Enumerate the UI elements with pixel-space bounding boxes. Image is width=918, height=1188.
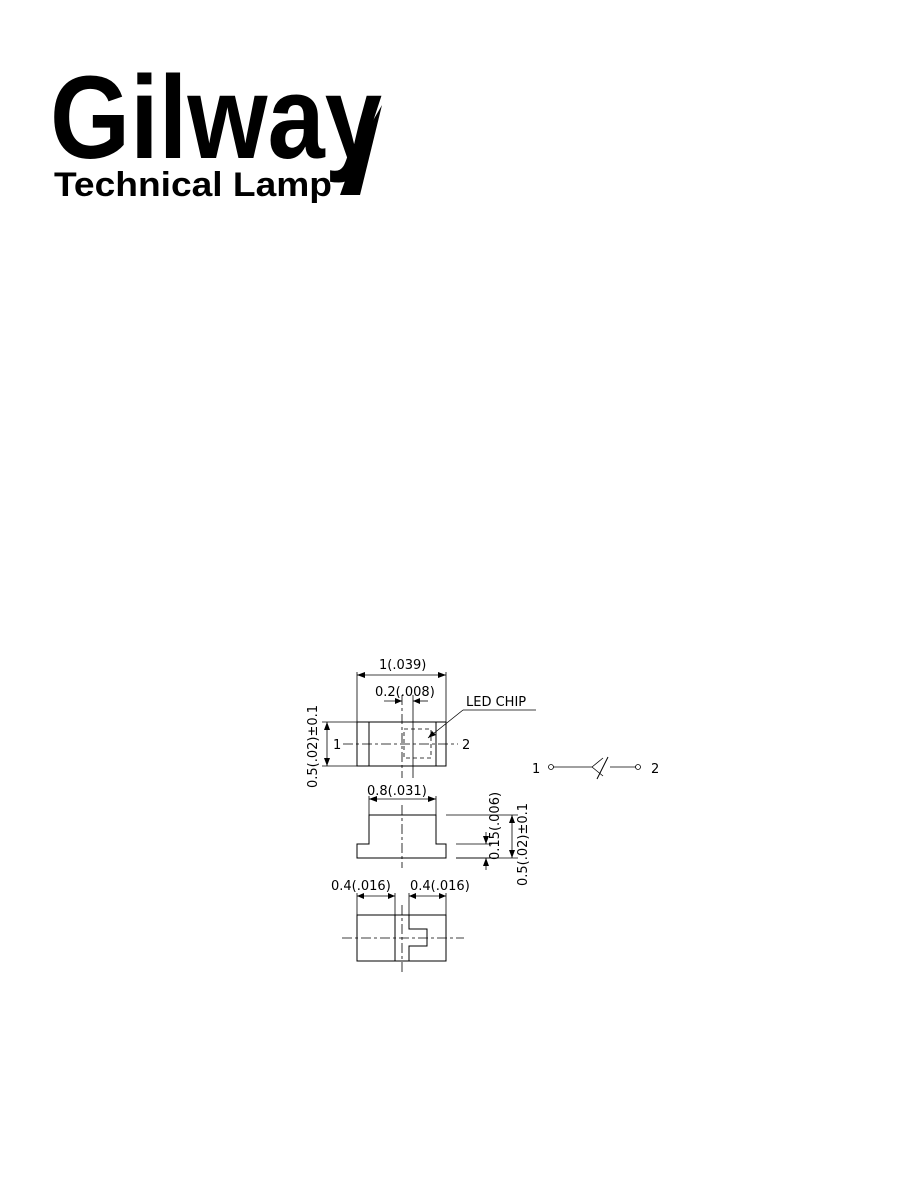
side-view: 0.8(.031) 0.15(.006) 0.5(.02)±0.1 <box>356 784 531 886</box>
side-step-label: 0.15(.006) <box>488 792 503 860</box>
logo-y-tail <box>340 105 382 195</box>
top-pin2-label: 2 <box>462 738 470 753</box>
logo-tagline: Technical Lamp <box>54 166 332 204</box>
top-view: 1(.039) 0.2(.008) LED CHIP 0.5(.02)±0.1 … <box>306 658 536 788</box>
bottom-view: 0.4(.016) 0.4(.016) <box>331 879 470 972</box>
chip-width-label: 0.2(.008) <box>375 685 435 700</box>
pad-left-label: 0.4(.016) <box>331 879 391 894</box>
top-height-label: 0.5(.02)±0.1 <box>306 705 321 788</box>
led-chip-outline <box>403 728 432 759</box>
led-schematic-symbol: 1 2 <box>532 756 659 780</box>
pad-right-label: 0.4(.016) <box>410 879 470 894</box>
symbol-pin2-label: 2 <box>651 762 659 777</box>
top-width-label: 1(.039) <box>379 658 426 673</box>
gilway-logo: Gilway Technical Lamp <box>50 52 382 204</box>
cathode-mark <box>408 915 428 961</box>
side-height-label: 0.5(.02)±0.1 <box>516 803 531 886</box>
symbol-pin1-label: 1 <box>532 762 540 777</box>
logo-brand: Gilway <box>50 52 382 184</box>
side-width-label: 0.8(.031) <box>367 784 427 799</box>
side-view-body <box>356 814 447 859</box>
led-chip-label: LED CHIP <box>466 695 526 710</box>
top-pin1-label: 1 <box>333 738 341 753</box>
